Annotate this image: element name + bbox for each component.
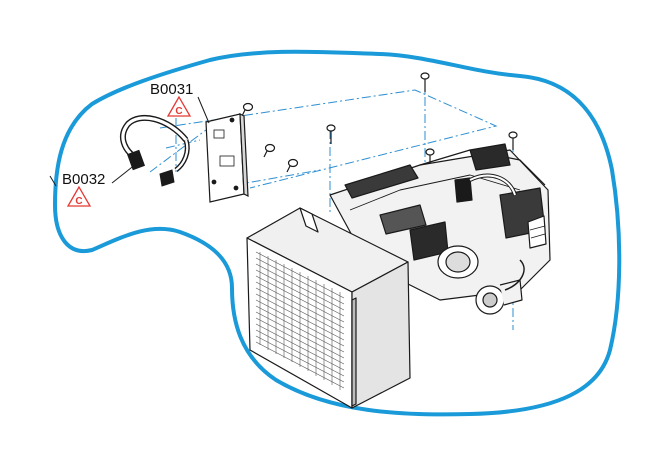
warning-triangle-icon: C (166, 95, 192, 117)
heat-sink-fins (255, 251, 345, 390)
board-screw-2 (263, 143, 276, 158)
assembly-boundary-outline (53, 49, 622, 417)
callout-b0032: B0032 C (62, 163, 137, 207)
callout-label-b0031: B0031 (150, 81, 193, 98)
screw-right (508, 131, 518, 150)
board-screw-3 (286, 158, 299, 173)
wire-harness-part (119, 114, 190, 187)
boundary-tick (49, 175, 57, 187)
warning-symbol-b0032: C (75, 196, 82, 207)
heat-sink-part (246, 207, 411, 409)
circuit-board-part (205, 113, 249, 203)
screw-left (326, 124, 336, 144)
screw-top (420, 72, 430, 92)
callout-label-b0032: B0032 (62, 171, 105, 188)
warning-triangle-icon: C (66, 185, 92, 207)
callout-b0031: B0031 C (150, 81, 210, 124)
warning-symbol-b0031: C (175, 106, 182, 117)
